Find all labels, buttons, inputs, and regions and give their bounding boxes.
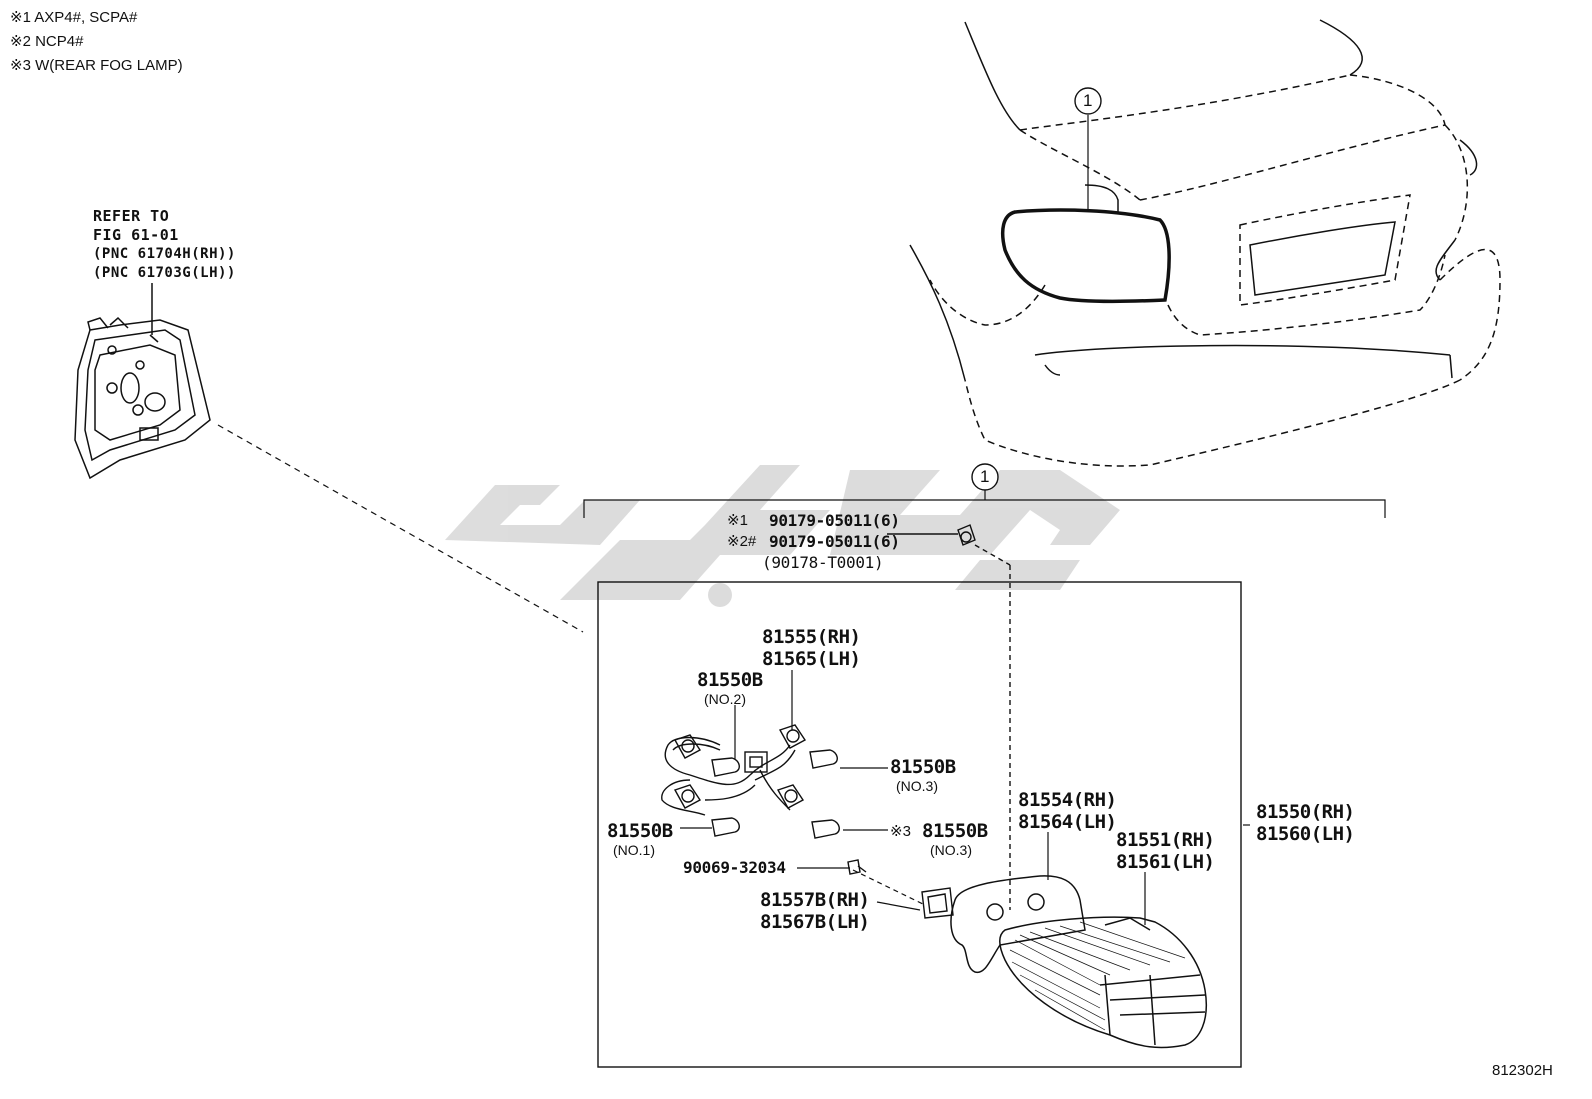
housing-rh-label[interactable]: 81554(RH) <box>1018 789 1117 811</box>
assembly-bracket <box>583 490 1386 518</box>
leader-lines <box>680 670 1250 925</box>
bulb-no3-top-sub: (NO.3) <box>896 778 938 794</box>
gasket-drawing <box>921 887 954 919</box>
clip-screw-drawing <box>887 524 1011 910</box>
refer-line-4: (PNC 61703G(LH)) <box>93 265 236 281</box>
bulb-no2-sub: (NO.2) <box>704 691 746 707</box>
bulb-no2-label[interactable]: 81550B <box>697 669 763 691</box>
car-tail-lamp-highlight <box>1001 208 1171 304</box>
bulb-no3-bottom-sub: (NO.3) <box>930 842 972 858</box>
socket-a-rh-label[interactable]: 81555(RH) <box>762 626 861 648</box>
screw-mark-1: ※1 <box>727 512 748 529</box>
lens-lh-label[interactable]: 81561(LH) <box>1116 851 1215 873</box>
screw-part-2[interactable]: 90179-05011(6) <box>769 532 900 551</box>
lens-rh-label[interactable]: 81551(RH) <box>1116 829 1215 851</box>
assembly-callout-number[interactable]: 1 <box>980 467 990 486</box>
assembly-lh-label[interactable]: 81560(LH) <box>1256 823 1355 845</box>
small-screw-label[interactable]: 90069-32034 <box>683 858 786 877</box>
refer-line-1[interactable]: REFER TO <box>93 207 170 225</box>
gasket-rh-label[interactable]: 81557B(RH) <box>760 889 870 911</box>
wiring-harness-drawing <box>661 724 840 839</box>
refer-line-3: (PNC 61704H(RH)) <box>93 246 236 262</box>
kit-box <box>597 581 1242 1068</box>
reference-housing-drawing <box>74 283 211 480</box>
car-rear-outline <box>909 19 1501 467</box>
bulb-no1-label[interactable]: 81550B <box>607 820 673 842</box>
bulb-no3-bottom-mark: ※3 <box>890 823 911 840</box>
reference-dashed-leader <box>217 424 584 633</box>
screw-part-1[interactable]: 90179-05011(6) <box>769 511 900 530</box>
assembly-callout-circle <box>971 463 999 491</box>
assembly-rh-label[interactable]: 81550(RH) <box>1256 801 1355 823</box>
screw-mark-2: ※2# <box>727 533 757 550</box>
screw-part-3[interactable]: (90178-T0001) <box>762 553 884 572</box>
car-callout-circle <box>1074 87 1102 115</box>
bulb-no3-top-label[interactable]: 81550B <box>890 756 956 778</box>
note-2: ※2 NCP4# <box>10 33 84 50</box>
car-callout-number[interactable]: 1 <box>1083 91 1093 110</box>
bulb-no1-sub: (NO.1) <box>613 842 655 858</box>
bulb-no3-bottom-label[interactable]: 81550B <box>922 820 988 842</box>
small-screw-drawing <box>847 859 867 875</box>
note-1: ※1 AXP4#, SCPA# <box>10 9 138 26</box>
figure-code: 812302H <box>1492 1062 1553 1079</box>
note-3: ※3 W(REAR FOG LAMP) <box>10 57 183 74</box>
socket-a-lh-label[interactable]: 81565(LH) <box>762 648 861 670</box>
refer-line-2[interactable]: FIG 61-01 <box>93 226 179 244</box>
gasket-lh-label[interactable]: 81567B(LH) <box>760 911 870 933</box>
lamp-assembly-drawing <box>950 875 1207 1049</box>
housing-lh-label[interactable]: 81564(LH) <box>1018 811 1117 833</box>
